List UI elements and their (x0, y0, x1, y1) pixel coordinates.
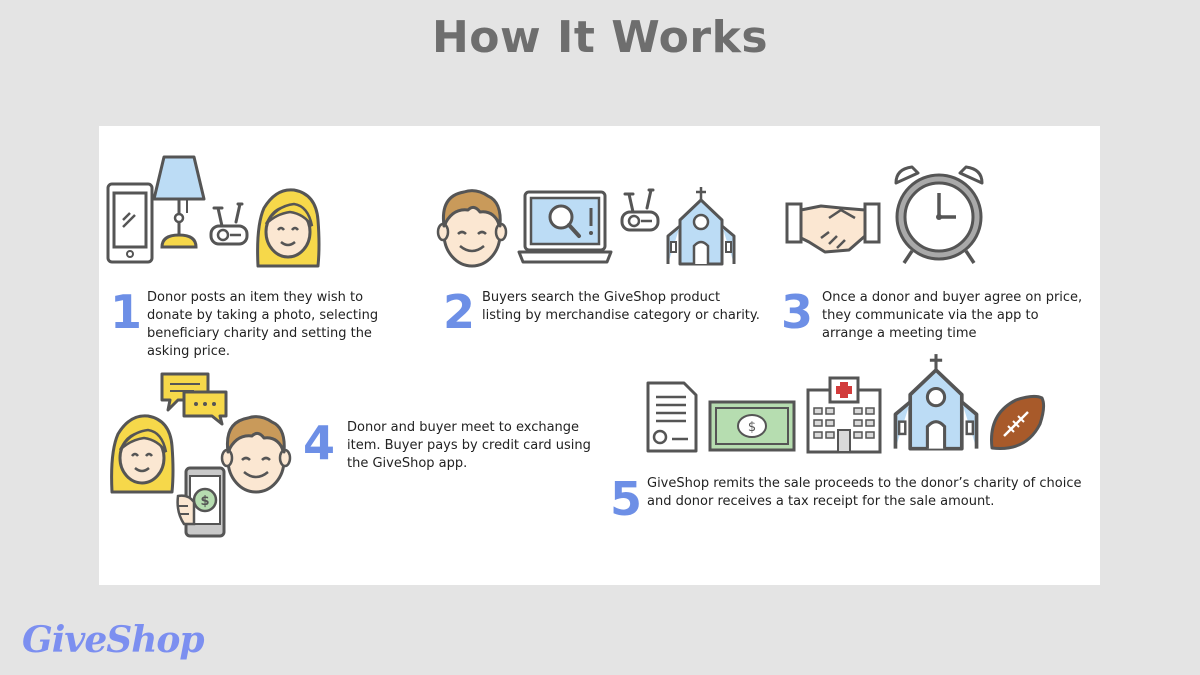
handshake-icon (785, 202, 881, 254)
chat-bubbles-icon (160, 372, 228, 426)
step-4-number: 4 (303, 416, 336, 470)
svg-text:$: $ (748, 420, 756, 435)
church-icon (893, 354, 979, 451)
step-5-description: GiveShop remits the sale proceeds to the… (647, 476, 1082, 509)
man-face-icon (220, 415, 292, 494)
man-face-icon (436, 189, 508, 268)
svg-text:$: $ (200, 494, 209, 509)
receipt-document-icon (646, 381, 698, 453)
step-5-number: 5 (610, 472, 643, 526)
hospital-icon (806, 376, 882, 454)
step-1-number: 1 (110, 285, 143, 339)
page-title: How It Works (431, 12, 769, 63)
church-icon (666, 187, 736, 266)
step-2-number: 2 (443, 285, 476, 339)
football-icon (990, 394, 1046, 450)
step-2-description: Buyers search the GiveShop product listi… (482, 290, 760, 323)
woman-face-icon (256, 188, 321, 268)
smartphone-icon (106, 182, 154, 264)
exercise-bike-icon (620, 188, 660, 232)
exercise-bike-icon (209, 202, 249, 246)
step-3-number: 3 (781, 285, 814, 339)
step-1-description: Donor posts an item they wish to donate … (147, 290, 379, 359)
laptop-search-icon (517, 190, 613, 264)
step-4-description: Donor and buyer meet to exchange item. B… (347, 420, 591, 471)
dollar-bill-icon: $ (708, 400, 796, 452)
giveshop-logo: GiveShop (22, 619, 205, 661)
step-3-description: Once a donor and buyer agree on price, t… (822, 290, 1083, 341)
alarm-clock-icon (894, 165, 984, 264)
lamp-icon (152, 155, 206, 249)
woman-face-icon (110, 414, 175, 494)
phone-payment-icon: $ (176, 466, 226, 538)
